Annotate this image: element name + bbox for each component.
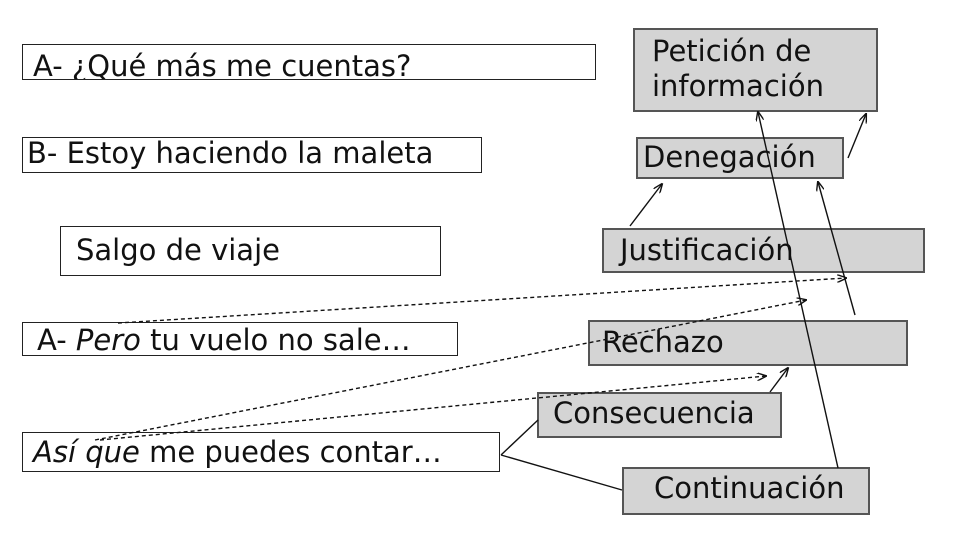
utterance-connector-asi-que: Así que <box>33 435 140 469</box>
utterance-box-consequence: Así que me puedes contar… <box>22 432 500 472</box>
label-rechazo: Rechazo <box>588 320 908 366</box>
utterance-box-travel: Salgo de viaje <box>60 226 441 276</box>
utterance-box-objection: A- Pero tu vuelo no sale… <box>22 322 458 356</box>
arrow-consecuencia-to-rechazo <box>769 368 788 393</box>
dotted-arrow-asi-que-to-rechazo <box>94 300 806 441</box>
utterance-connector-pero: Pero <box>75 323 141 356</box>
utterance-box-question: A- ¿Qué más me cuentas? <box>22 44 596 80</box>
line-utterance-to-consecuencia <box>500 419 539 456</box>
arrow-justificacion-to-denegacion <box>629 184 662 227</box>
utterance-text: tu vuelo no sale… <box>140 323 411 356</box>
label-text: Consecuencia <box>553 396 755 430</box>
utterance-text: me puedes contar… <box>139 435 442 469</box>
utterance-text: A- <box>37 323 76 356</box>
arrow-rechazo-to-denegacion <box>818 182 856 316</box>
label-text: Continuación <box>654 471 845 505</box>
label-justificacion: Justificación <box>602 228 925 273</box>
label-text: Rechazo <box>602 325 724 359</box>
label-text: Petición de información <box>652 34 824 103</box>
line-utterance-to-continuacion <box>500 454 623 491</box>
label-continuacion: Continuación <box>622 467 870 515</box>
dotted-arrow-asi-que-to-consecuencia <box>99 376 766 441</box>
label-text: Justificación <box>620 233 794 267</box>
label-text: Denegación <box>643 140 816 174</box>
label-denegacion: Denegación <box>636 137 844 179</box>
utterance-box-answer: B- Estoy haciendo la maleta <box>22 137 482 173</box>
arrow-denegacion-to-peticion <box>847 114 866 159</box>
utterance-text: Salgo de viaje <box>76 233 280 267</box>
utterance-text: A- ¿Qué más me cuentas? <box>33 49 412 80</box>
label-consecuencia: Consecuencia <box>537 392 782 438</box>
dotted-arrow-pero-to-justificacion <box>117 278 846 324</box>
utterance-text: B- Estoy haciendo la maleta <box>27 137 434 170</box>
arrow-continuacion-to-peticion <box>758 112 839 469</box>
